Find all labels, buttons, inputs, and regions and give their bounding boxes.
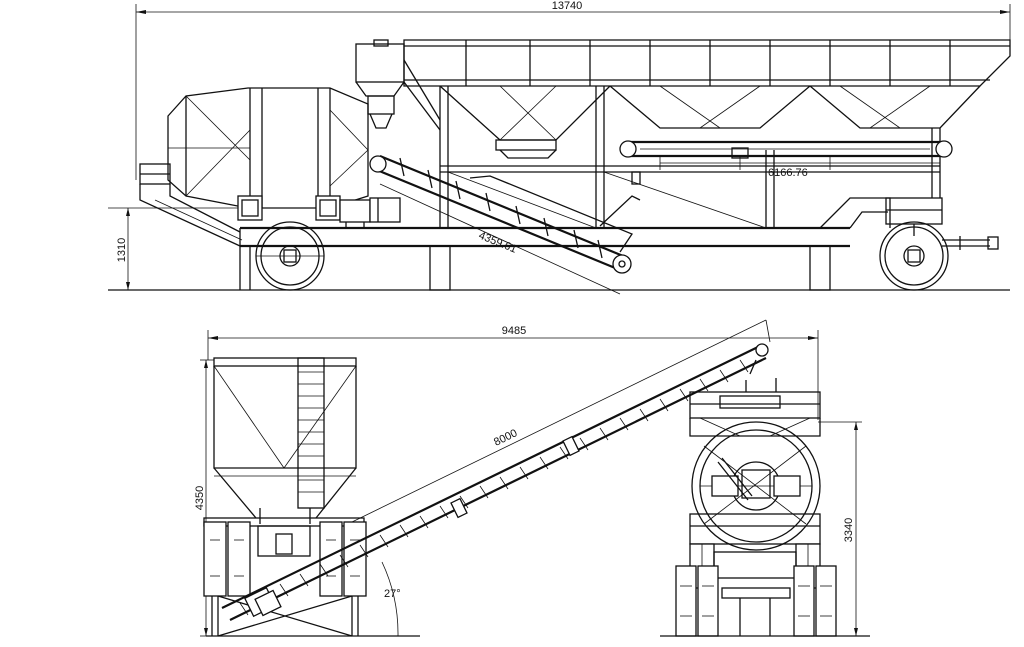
- front-mixer-drum: [691, 421, 821, 551]
- front-hopper: [689, 378, 821, 437]
- end-silo: [213, 357, 357, 524]
- front-chassis: [675, 513, 837, 637]
- mixer-drum: [139, 87, 401, 247]
- rear-elevation-view: 9485 4350: [194, 319, 819, 637]
- ground-height-label: 1310: [116, 238, 128, 262]
- conveyor-length-bottom-label: 8000: [492, 427, 519, 449]
- conveyor-span-dimension: 9485: [207, 325, 819, 420]
- rear-wheel: [255, 221, 325, 291]
- overall-length-dimension: 13740: [135, 0, 1011, 180]
- end-height-label: 3340: [843, 518, 855, 542]
- conveyor-length-top-label: 4359.61: [477, 230, 518, 256]
- belt-feeder: 6166.76: [619, 140, 953, 185]
- total-height-label: 4350: [194, 486, 206, 510]
- chassis-frame: [239, 197, 999, 291]
- front-elevation-view: 3340: [660, 378, 870, 637]
- feeder-length-label: 6166.76: [768, 167, 808, 179]
- front-wheel: [879, 221, 949, 291]
- inclined-conveyor-top: 4359.61: [369, 154, 641, 295]
- ground-height-dimension: 1310: [108, 207, 240, 290]
- side-elevation-view: 13740 1310: [108, 0, 1011, 295]
- incline-angle-label: 27°: [384, 588, 401, 600]
- conveyor-span-label: 9485: [502, 325, 526, 337]
- overall-length-label: 13740: [552, 0, 583, 12]
- aggregate-bins: [403, 39, 1011, 229]
